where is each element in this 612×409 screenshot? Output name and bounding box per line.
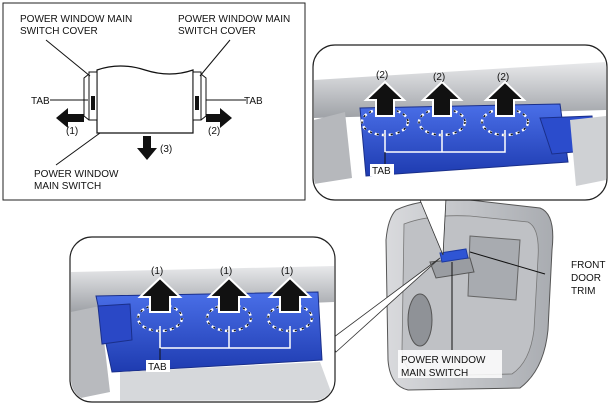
door-trim-label-3: TRIM <box>571 286 595 297</box>
tab-circle-bottom-1-shadow <box>137 304 183 332</box>
step-left-label: (1) <box>66 126 78 137</box>
tab-circle-bottom-2-shadow <box>206 304 252 332</box>
leader-door-trim <box>469 251 546 275</box>
schematic-panel: POWER WINDOW MAIN SWITCH COVER POWER WIN… <box>2 2 306 201</box>
cover-left-label-2: SWITCH COVER <box>20 26 98 37</box>
arrow-up-icon-2 <box>420 80 464 117</box>
step-bottom-b: (1) <box>220 266 232 277</box>
trim-lower-bottom <box>120 362 334 401</box>
tab-right-label: TAB <box>244 96 263 107</box>
step-bottom-c: (1) <box>281 266 293 277</box>
door-switch-label-1: POWER WINDOW <box>401 355 486 366</box>
step-bottom-a: (1) <box>151 266 163 277</box>
tab-left-label: TAB <box>31 96 50 107</box>
arrow-up-icon-6 <box>267 276 313 313</box>
arrow-down-icon <box>137 136 157 160</box>
tab-label-top-bg <box>370 164 394 176</box>
tab-left-mark <box>91 96 95 110</box>
arrow-up-icon-3 <box>483 80 527 117</box>
cover-right-lip <box>200 73 207 121</box>
step-top-c: (2) <box>497 72 509 83</box>
switch-label-2: MAIN SWITCH <box>34 181 101 192</box>
switch-connector-bottom <box>97 303 133 345</box>
cover-right-label-1: POWER WINDOW MAIN <box>178 14 290 25</box>
tab-label-bottom: TAB <box>148 362 167 373</box>
door-panel-recess <box>467 235 521 301</box>
switch-body-top <box>359 103 569 177</box>
switch-label-1: POWER WINDOW <box>34 169 119 180</box>
arrow-right-icon <box>206 108 232 128</box>
leader-cover-right <box>199 39 231 77</box>
tab-circle-bottom-3-shadow <box>267 304 313 332</box>
door-switch-mark <box>439 248 469 263</box>
step-top-a: (2) <box>376 70 388 81</box>
door-trim-label-1: FRONT <box>571 260 605 271</box>
trim-edge-top <box>314 112 352 184</box>
tab-leader-top-white <box>384 130 506 153</box>
cover-right-label-2: SWITCH COVER <box>178 26 256 37</box>
arrow-left-icon <box>56 108 84 128</box>
arrow-up-icon-1 <box>363 80 407 117</box>
detail-bottom-panel: TAB (1) (1) (1) <box>69 236 336 403</box>
arrow-up-icon-4 <box>137 276 183 313</box>
step-right-label: (2) <box>208 126 220 137</box>
door-trim-label-2: DOOR <box>571 273 601 284</box>
tab-right-mark <box>195 96 199 110</box>
arrow-up-icon-5 <box>206 276 252 313</box>
door-switch-label-2: MAIN SWITCH <box>401 368 468 379</box>
tab-leader-bottom-white <box>159 326 291 349</box>
step-down-label: (3) <box>160 144 172 155</box>
cover-left-lip <box>83 73 90 121</box>
switch-body-outline <box>96 65 194 134</box>
step-top-b: (2) <box>433 72 445 83</box>
trim-right-top <box>570 116 606 186</box>
leader-switch <box>55 132 101 166</box>
detail-top-panel: TAB (2) (2) (2) <box>312 44 608 201</box>
door-switch-label-bg <box>398 350 502 378</box>
cover-left-label-1: POWER WINDOW MAIN <box>20 14 132 25</box>
tab-label-top: TAB <box>372 166 391 177</box>
door-speaker-area <box>407 293 433 347</box>
tab-label-bottom-bg <box>146 360 170 372</box>
door-trim-illustration: FRONT DOOR TRIM POWER WINDOW MAIN SWITCH <box>385 199 605 391</box>
leader-cover-left <box>45 39 91 77</box>
